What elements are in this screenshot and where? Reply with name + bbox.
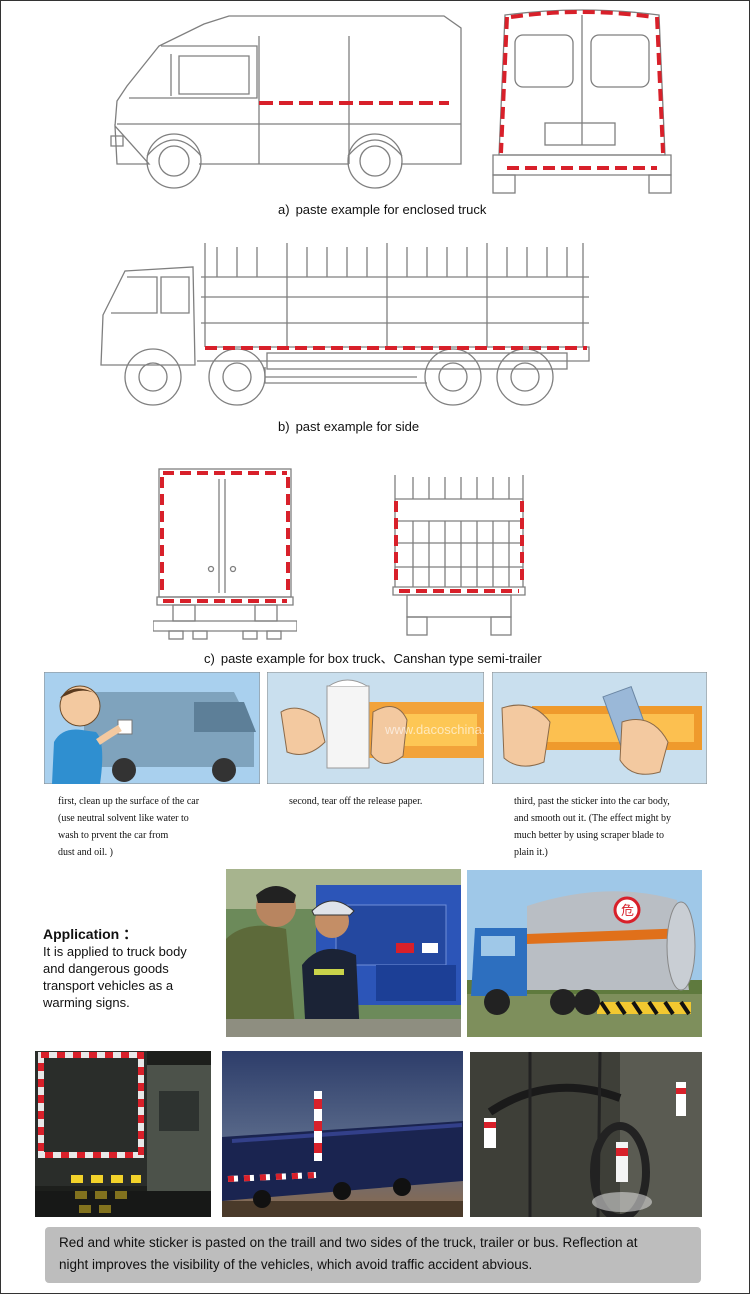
photo-truck-border-tape	[35, 1051, 211, 1217]
step-1-illustration	[44, 672, 260, 784]
watermark: www.dacoschina.com	[384, 722, 484, 737]
van-side-diagram	[110, 15, 462, 189]
step-3-text: third, past the sticker into the car bod…	[514, 796, 672, 858]
photo-trailer-night	[222, 1051, 463, 1217]
step-1-text: first, clean up the surface of the car (…	[58, 796, 200, 858]
photo-bicycle	[470, 1052, 702, 1217]
step-3-illustration	[492, 672, 707, 784]
photo-workers-applying	[226, 869, 461, 1037]
caption-c: c)paste example for box truck、Canshan ty…	[204, 651, 542, 666]
application-section: Application ： It is applied to truck bod…	[43, 926, 213, 1011]
semi-trailer-rear-diagram	[392, 475, 526, 636]
photo-tanker-truck: 危	[467, 870, 702, 1037]
footer-note: Red and white sticker is pasted on the t…	[45, 1227, 701, 1283]
step-2-illustration: www.dacoschina.com	[267, 672, 484, 784]
application-heading: Application ：	[43, 926, 138, 942]
van-rear-diagram	[492, 9, 672, 194]
box-truck-rear-diagram	[153, 468, 297, 640]
step-2-text: second, tear off the release paper.	[289, 796, 423, 807]
caption-a: a)paste example for enclosed truck	[278, 202, 487, 217]
cargo-truck-side-diagram	[100, 243, 590, 406]
tanker-plate: 危	[621, 904, 634, 919]
caption-b: b)past example for side	[278, 419, 420, 434]
